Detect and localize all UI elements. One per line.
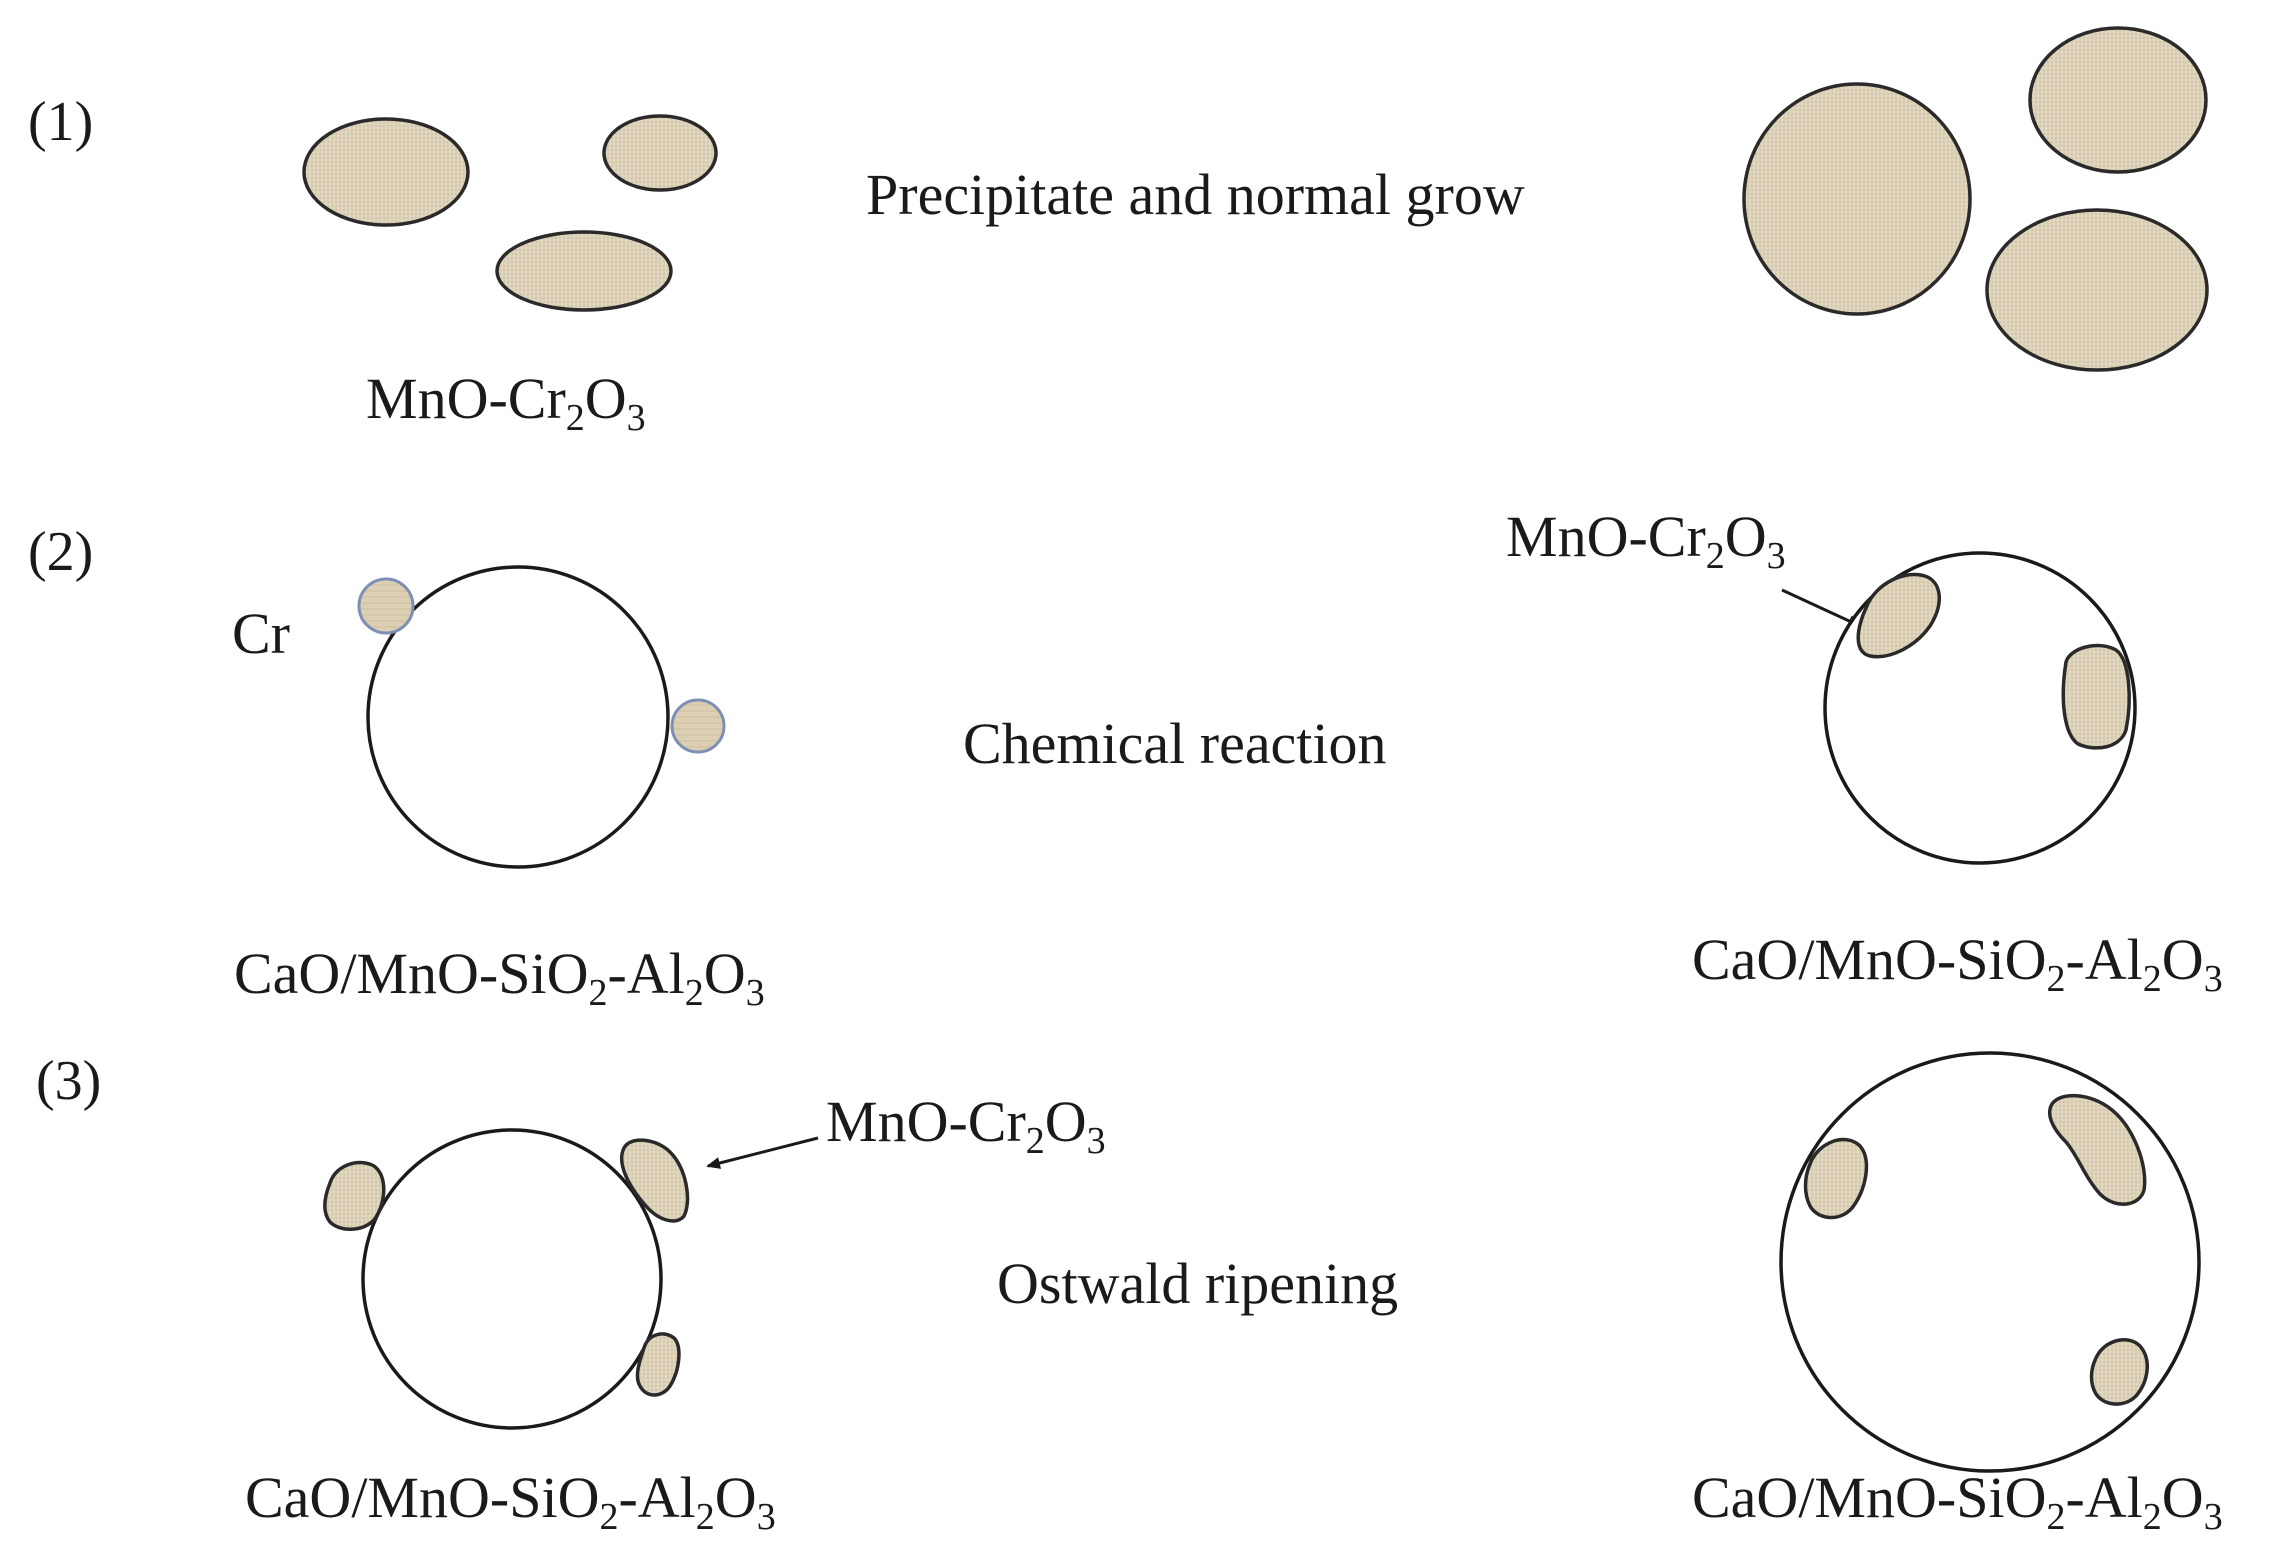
row-2-number: (2) (28, 521, 93, 583)
row-2-annotation-label: MnO-Cr2O3 (1506, 504, 1786, 577)
row-3: (3) MnO-Cr2O3 Ostwald ripening CaO/MnO-S… (36, 1050, 2223, 1538)
mno-cr2o3-particle (2089, 1338, 2149, 1406)
row-3-process-label: Ostwald ripening (997, 1251, 1398, 1316)
row-3-left-label: CaO/MnO-SiO2-Al2O3 (245, 1465, 776, 1538)
row-1: (1) MnO-Cr2O3 Precipitate and normal gro… (28, 26, 2209, 439)
mno-cr2o3-particle (635, 1332, 681, 1397)
mno-cr2o3-particle (1856, 572, 1942, 659)
row-3-annotation-label: MnO-Cr2O3 (826, 1089, 1106, 1162)
grown-particle (1985, 208, 2209, 372)
row-1-process-label: Precipitate and normal grow (866, 162, 1525, 227)
mno-cr2o3-particle (495, 230, 673, 312)
grown-particle (2028, 26, 2208, 174)
mno-cr2o3-particle (2061, 643, 2131, 750)
row-3-number: (3) (36, 1050, 101, 1112)
mno-cr2o3-particle (323, 1160, 386, 1231)
oxide-inclusion-circle (366, 565, 670, 869)
mno-cr2o3-particle (619, 1138, 690, 1223)
row-3-right-label: CaO/MnO-SiO2-Al2O3 (1692, 1465, 2223, 1538)
row-2-left-label: CaO/MnO-SiO2-Al2O3 (234, 941, 765, 1014)
mno-cr2o3-particle (302, 117, 470, 227)
mno-cr2o3-particle (1803, 1137, 1869, 1220)
row-2: (2) Cr CaO/MnO-SiO2-Al2O3 Chemical react… (28, 504, 2223, 1014)
annotation-arrow (1781, 588, 1862, 628)
oxide-inclusion-circle (361, 1128, 663, 1430)
oxide-inclusion-circle (1779, 1051, 2201, 1473)
row-1-left-label: MnO-Cr2O3 (366, 366, 646, 439)
cr-droplet (670, 698, 726, 754)
row-2-right-label: CaO/MnO-SiO2-Al2O3 (1692, 927, 2223, 1000)
cr-droplet (357, 577, 415, 635)
mno-cr2o3-particle (2047, 1093, 2147, 1206)
annotation-arrow (706, 1136, 819, 1169)
mno-cr2o3-particle (602, 114, 718, 192)
cr-label: Cr (232, 601, 290, 666)
row-2-process-label: Chemical reaction (963, 711, 1387, 776)
grown-particle (1742, 82, 1972, 316)
row-1-number: (1) (28, 91, 93, 153)
